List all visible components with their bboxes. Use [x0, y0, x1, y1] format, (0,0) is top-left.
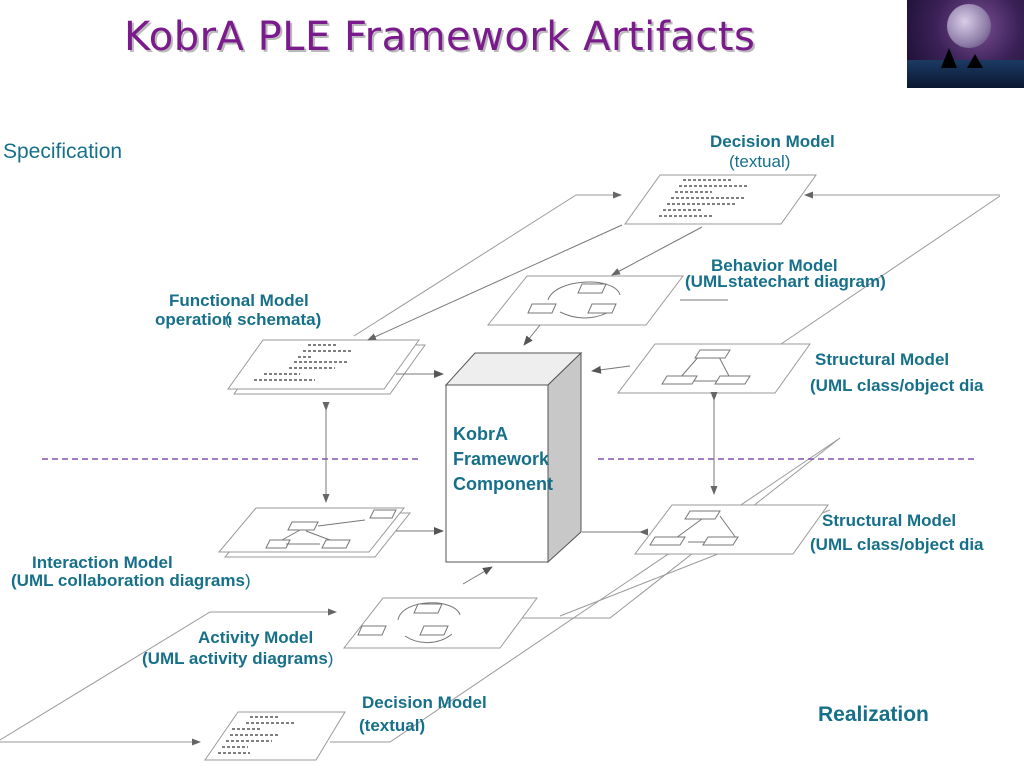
component-line-2: Framework — [453, 449, 550, 469]
corner-thumbnail-image — [907, 0, 1024, 88]
structural-model-top-label: Structural Model — [815, 350, 950, 369]
realization-plane-outline — [0, 611, 286, 741]
behavior-model-label: Behavior Model — [711, 256, 838, 275]
activity-model-diagram — [342, 597, 538, 649]
slide-title: KobrA PLE Framework Artifacts — [124, 14, 756, 60]
structural-model-bottom-diagram — [633, 504, 829, 555]
connector-arrows — [322, 224, 728, 585]
kobra-component-label: KobrA Framework Component — [453, 422, 553, 497]
structural-model-bottom-label: Structural Model — [822, 511, 957, 530]
decision-model-top-sub: (textual) — [729, 152, 791, 171]
moon-shape — [947, 4, 991, 48]
interaction-model-diagram — [217, 507, 412, 558]
functional-model-sub: operation schemata) — [155, 310, 322, 329]
component-line-1: KobrA — [453, 424, 508, 444]
component-line-3: Component — [453, 474, 553, 494]
structural-model-top-sub: (UML class/object dia — [810, 376, 984, 395]
interaction-model-label: Interaction Model — [32, 553, 173, 572]
water-shape — [907, 60, 1024, 88]
spec-plane-edge — [780, 195, 1001, 345]
structural-model-top-diagram — [616, 343, 811, 394]
decision-model-bottom-document — [204, 711, 346, 761]
kobra-component-box — [444, 351, 583, 564]
decision-model-top-label: Decision Model — [710, 132, 835, 151]
decision-model-top-document — [624, 174, 817, 225]
activity-model-sub-close: ) — [327, 649, 334, 668]
decision-model-bottom-sub: (textual) — [359, 716, 426, 735]
behavior-model-diagram — [486, 275, 685, 326]
structural-model-bottom-sub: (UML class/object dia — [810, 535, 984, 554]
interaction-model-sub-close: ) — [244, 571, 251, 590]
decision-model-bottom-label: Decision Model — [362, 693, 487, 712]
fin-shape — [967, 54, 983, 68]
functional-model-label: Functional Model — [169, 291, 309, 310]
interaction-model-sub-text: (UML collaboration diagrams — [11, 571, 245, 590]
specification-plane-outline — [353, 194, 577, 337]
interaction-model-sub: (UML collaboration diagrams) — [11, 571, 251, 591]
behavior-model-sub-b: statechart diagram) — [728, 272, 886, 291]
activity-model-label: Activity Model — [198, 628, 314, 647]
specification-label: Specification — [3, 140, 123, 163]
realization-label: Realization — [818, 703, 929, 726]
fin-shape — [941, 48, 957, 68]
behavior-model-sub-a: (UML — [685, 272, 728, 291]
functional-model-paren: ( — [225, 309, 231, 328]
activity-model-sub-text: (UML activity diagrams — [142, 649, 328, 668]
activity-model-sub: (UML activity diagrams) — [142, 649, 333, 669]
functional-model-document — [227, 339, 426, 395]
